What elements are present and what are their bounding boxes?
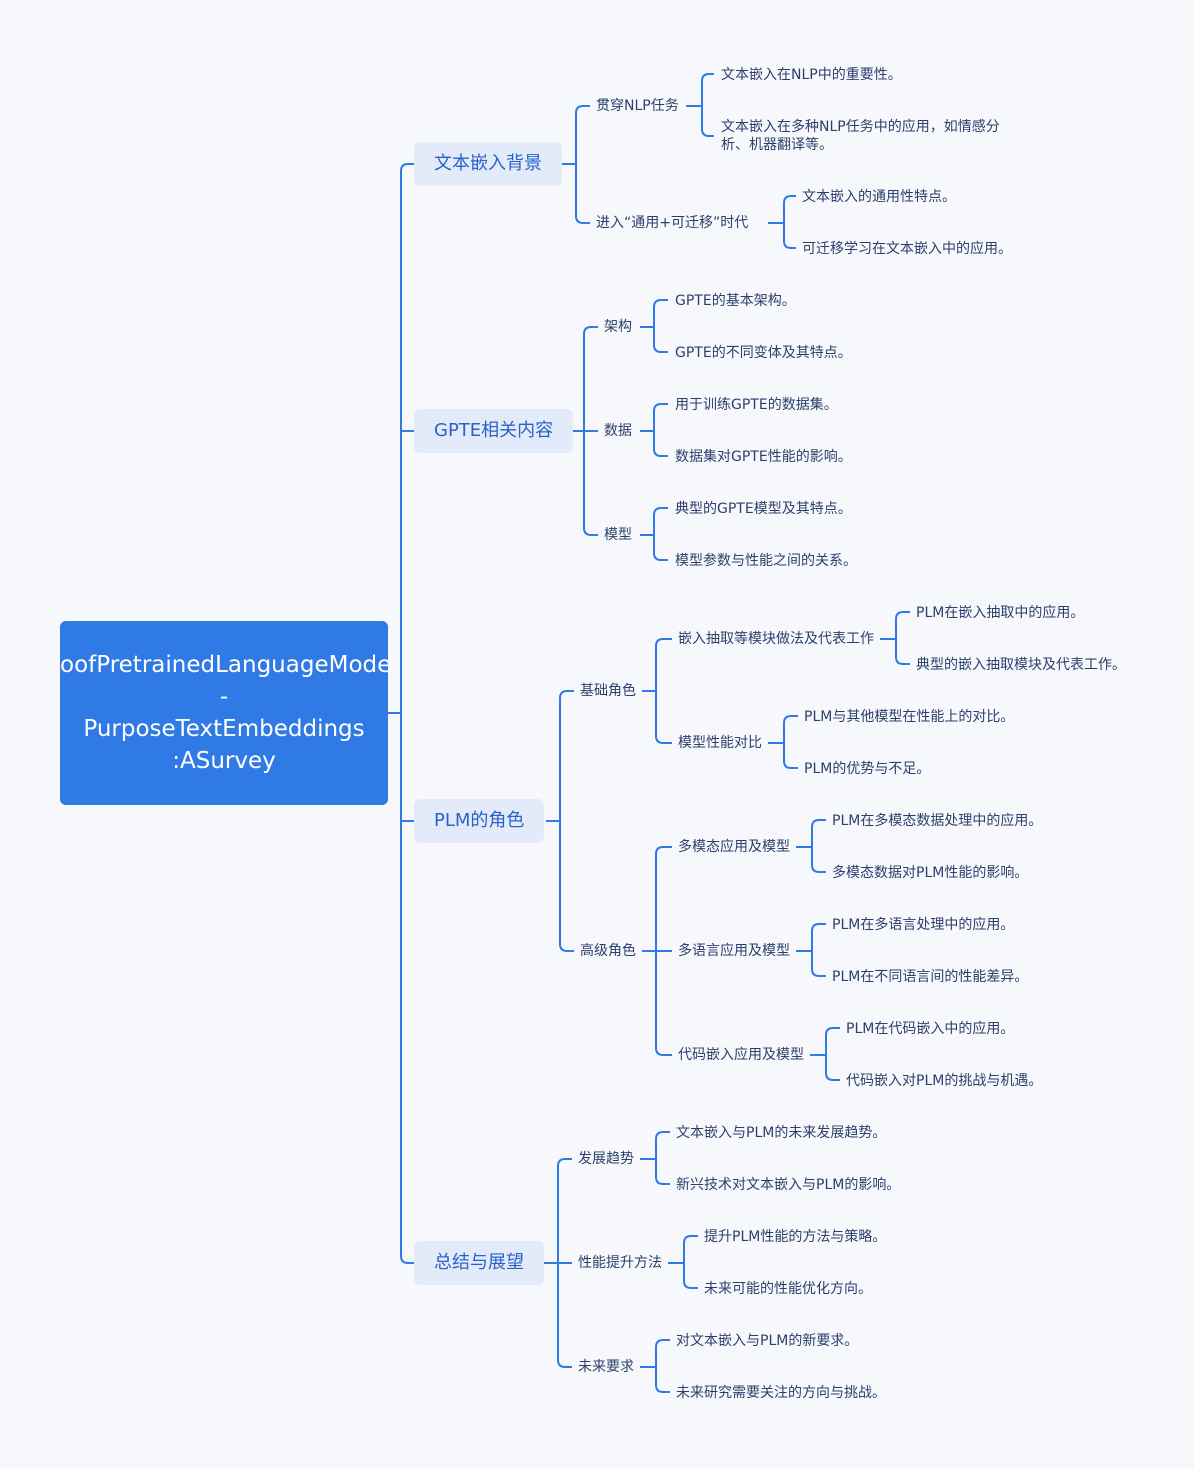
leaf-node[interactable]: 未来可能的性能优化方向。 (700, 1280, 876, 1298)
leaf-node[interactable]: 模型参数与性能之间的关系。 (671, 552, 861, 570)
leaf-node[interactable]: PLM在多模态数据处理中的应用。 (828, 812, 1047, 830)
connector-line (400, 1255, 414, 1264)
leaf-node[interactable]: 文本嵌入在NLP中的重要性。 (717, 66, 906, 84)
connector-line (655, 735, 672, 744)
leaf-node[interactable]: 用于训练GPTE的数据集。 (671, 396, 842, 414)
connector-line (825, 1027, 840, 1036)
leaf-node[interactable]: 代码嵌入对PLM的挑战与机遇。 (842, 1072, 1047, 1090)
leaf-node[interactable]: PLM在不同语言间的性能差异。 (828, 968, 1033, 986)
connector-line (557, 1158, 572, 1167)
connector-line (811, 968, 826, 977)
connector-line (811, 864, 826, 873)
topic-node[interactable]: 未来要求 (574, 1357, 638, 1377)
topic-node[interactable]: 高级角色 (576, 941, 640, 961)
connector-line (895, 656, 910, 665)
connector-line (583, 326, 598, 335)
subtopic-node[interactable]: 多语言应用及模型 (674, 941, 794, 961)
connector-line (655, 1176, 670, 1185)
connector-line (655, 1047, 672, 1056)
leaf-node[interactable]: 未来研究需要关注的方向与挑战。 (672, 1384, 890, 1402)
topic-node[interactable]: 数据 (600, 421, 636, 441)
connector-line (653, 403, 668, 412)
topic-node[interactable]: 模型 (600, 525, 636, 545)
leaf-node[interactable]: GPTE的基本架构。 (671, 292, 800, 310)
connector-line (655, 638, 672, 647)
subtopic-node[interactable]: 代码嵌入应用及模型 (674, 1045, 808, 1065)
connector-line (653, 448, 668, 457)
connector-line (583, 527, 598, 536)
connector-line (783, 715, 798, 724)
connector-line (895, 611, 910, 620)
connector-line (655, 1384, 670, 1393)
connector-line (701, 73, 714, 82)
connector-line (400, 163, 414, 172)
leaf-node[interactable]: 文本嵌入与PLM的未来发展趋势。 (672, 1124, 891, 1142)
root-node[interactable]: oofPretrainedLanguageModel - PurposeText… (60, 621, 388, 805)
leaf-node[interactable]: 典型的嵌入抽取模块及代表工作。 (912, 656, 1130, 674)
root-line: PurposeTextEmbeddings (83, 716, 365, 742)
connector-line (811, 923, 826, 932)
topic-node[interactable]: 架构 (600, 317, 636, 337)
connector-line (653, 344, 668, 353)
topic-node[interactable]: 进入“通用+可迁移”时代 (592, 213, 753, 233)
topic-node[interactable]: 贯穿NLP任务 (592, 96, 683, 116)
connector-line (825, 1072, 840, 1081)
connector-line (575, 105, 590, 114)
leaf-node[interactable]: PLM在代码嵌入中的应用。 (842, 1020, 1019, 1038)
topic-node[interactable]: 发展趋势 (574, 1149, 638, 1169)
connector-line (811, 819, 826, 828)
leaf-node[interactable]: 数据集对GPTE性能的影响。 (671, 448, 856, 466)
connector-line (653, 299, 668, 308)
connector-line (683, 1280, 698, 1289)
topic-node[interactable]: 基础角色 (576, 681, 640, 701)
leaf-node[interactable]: 文本嵌入在多种NLP任务中的应用，如情感分析、机器翻译等。 (717, 118, 1009, 154)
connector-line (653, 507, 668, 516)
connector-line (575, 215, 590, 224)
leaf-node[interactable]: 多模态数据对PLM性能的影响。 (828, 864, 1033, 882)
branch-node[interactable]: 总结与展望 (414, 1241, 544, 1285)
connector-line (683, 1235, 698, 1244)
connector-line (559, 690, 574, 699)
leaf-node[interactable]: 对文本嵌入与PLM的新要求。 (672, 1332, 863, 1350)
connector-line (557, 1359, 572, 1368)
branch-node[interactable]: GPTE相关内容 (414, 409, 574, 453)
root-line: :ASurvey (172, 748, 276, 774)
branch-node[interactable]: PLM的角色 (414, 799, 545, 843)
leaf-node[interactable]: PLM在多语言处理中的应用。 (828, 916, 1019, 934)
leaf-node[interactable]: 典型的GPTE模型及其特点。 (671, 500, 856, 518)
leaf-node[interactable]: PLM与其他模型在性能上的对比。 (800, 708, 1019, 726)
leaf-node[interactable]: PLM的优势与不足。 (800, 760, 935, 778)
subtopic-node[interactable]: 模型性能对比 (674, 733, 766, 753)
leaf-node[interactable]: PLM在嵌入抽取中的应用。 (912, 604, 1089, 622)
connector-line (783, 760, 798, 769)
leaf-node[interactable]: GPTE的不同变体及其特点。 (671, 344, 856, 362)
subtopic-node[interactable]: 嵌入抽取等模块做法及代表工作 (674, 629, 878, 649)
topic-node[interactable]: 性能提升方法 (574, 1253, 666, 1273)
root-line: oofPretrainedLanguageModel (60, 652, 388, 678)
leaf-node[interactable]: 可迁移学习在文本嵌入中的应用。 (798, 240, 1016, 258)
leaf-node[interactable]: 新兴技术对文本嵌入与PLM的影响。 (672, 1176, 905, 1194)
subtopic-node[interactable]: 多模态应用及模型 (674, 837, 794, 857)
connector-line (653, 552, 668, 561)
branch-node[interactable]: 文本嵌入背景 (414, 142, 562, 186)
connector-line (655, 1339, 670, 1348)
connector-line (701, 128, 714, 137)
root-line: - (219, 684, 229, 710)
connector-line (655, 1131, 670, 1140)
leaf-node[interactable]: 提升PLM性能的方法与策略。 (700, 1228, 891, 1246)
connector-line (783, 195, 796, 204)
connector-line (655, 846, 672, 855)
connector-line (783, 240, 796, 249)
leaf-node[interactable]: 文本嵌入的通用性特点。 (798, 188, 960, 206)
connector-line (559, 943, 574, 952)
